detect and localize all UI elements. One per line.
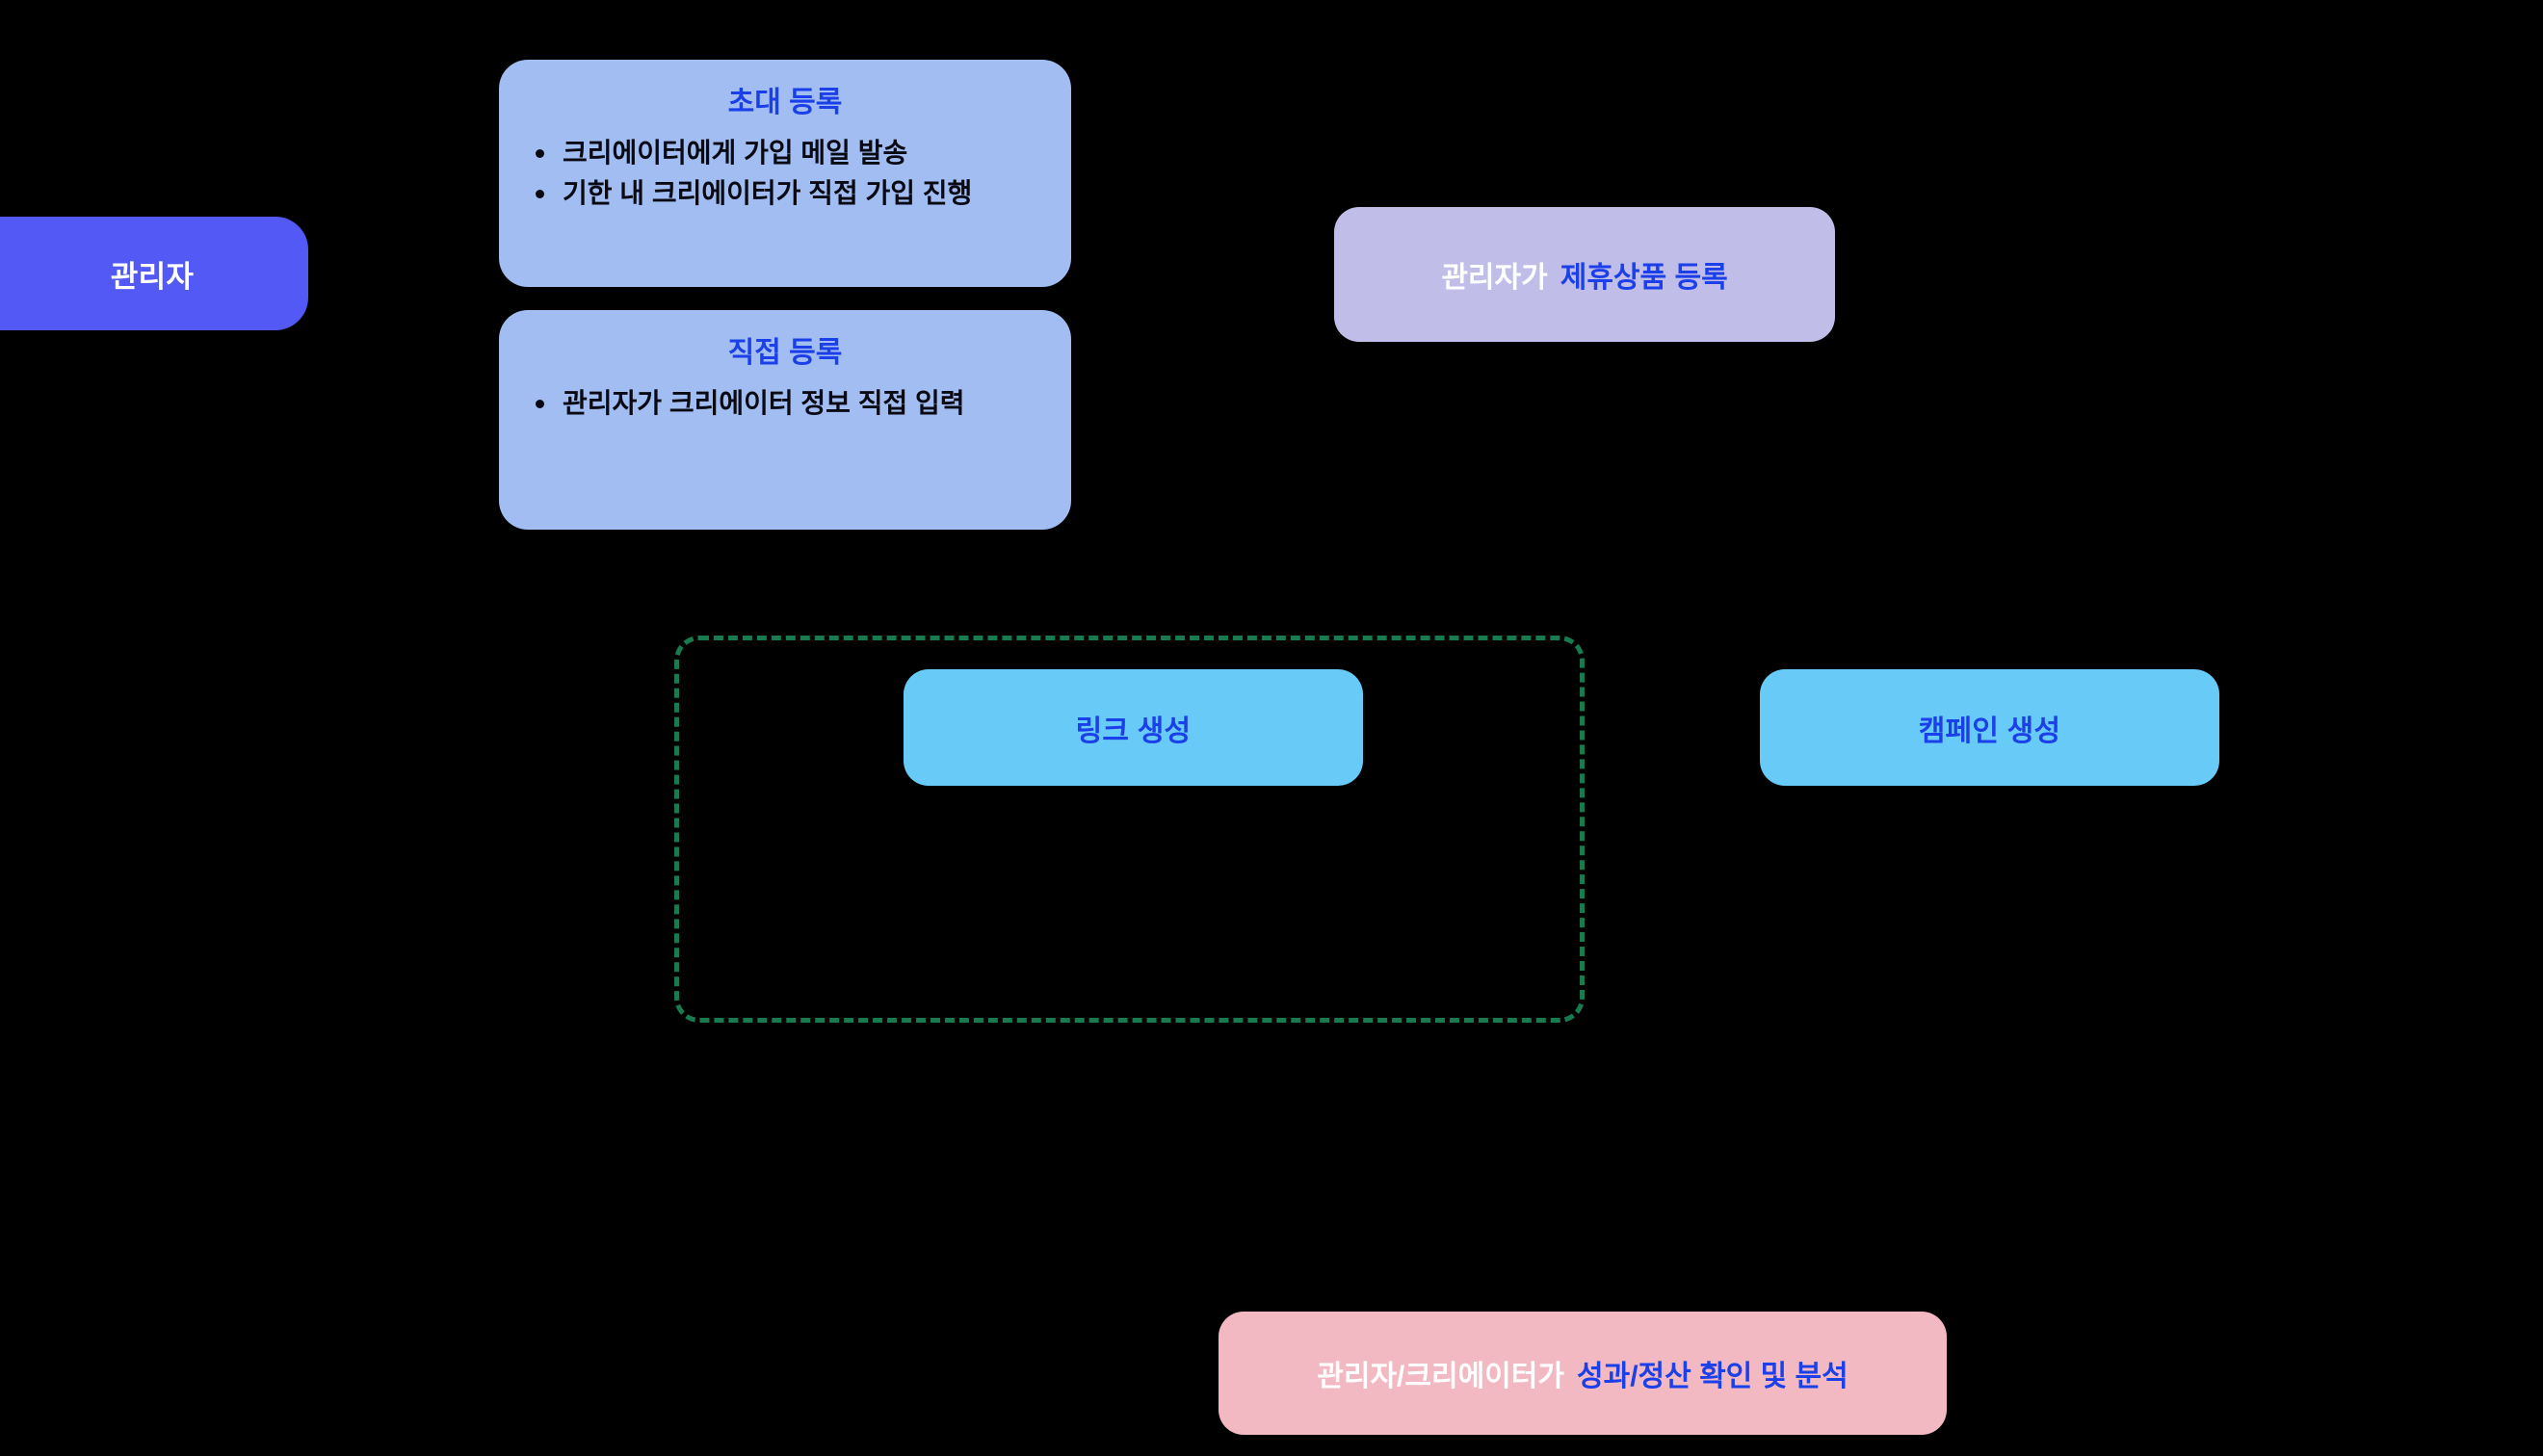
node-administrator-label: 관리자 [110,259,195,294]
node-administrator[interactable]: 관리자 [0,217,308,330]
list-item: 크리에이터에게 가입 메일 발송 [522,133,1048,174]
card-direct-registration[interactable]: 직접 등록 관리자가 크리에이터 정보 직접 입력 [499,310,1071,530]
list-item: 관리자가 크리에이터 정보 직접 입력 [522,383,1048,425]
node-review-performance-settlement-action: 성과/정산 확인 및 분석 [1577,1361,1848,1392]
card-direct-registration-list: 관리자가 크리에이터 정보 직접 입력 [522,383,1048,425]
node-create-campaign-label: 캠페인 생성 [1918,715,2061,747]
node-review-performance-settlement-label: 관리자/크리에이터가 성과/정산 확인 및 분석 [1317,1352,1848,1394]
node-register-partner-product-actor: 관리자가 [1441,262,1548,294]
list-item-label: 기한 내 크리에이터가 직접 가입 진행 [563,178,973,209]
card-invite-registration-title: 초대 등록 [727,87,843,118]
node-create-campaign[interactable]: 캠페인 생성 [1760,669,2219,786]
node-register-partner-product[interactable]: 관리자가 제휴상품 등록 [1334,207,1835,342]
card-invite-registration-list: 크리에이터에게 가입 메일 발송 기한 내 크리에이터가 직접 가입 진행 [522,133,1048,215]
card-invite-registration[interactable]: 초대 등록 크리에이터에게 가입 메일 발송 기한 내 크리에이터가 직접 가입… [499,60,1071,287]
list-item: 기한 내 크리에이터가 직접 가입 진행 [522,173,1048,215]
node-register-partner-product-action: 제휴상품 등록 [1560,262,1728,294]
node-review-performance-settlement[interactable]: 관리자/크리에이터가 성과/정산 확인 및 분석 [1219,1312,1947,1435]
bullet-icon [536,399,544,408]
node-register-partner-product-label: 관리자가 제휴상품 등록 [1441,253,1727,296]
list-item-label: 크리에이터에게 가입 메일 발송 [563,137,908,168]
bullet-icon [536,190,544,199]
bullet-icon [536,148,544,158]
node-review-performance-settlement-actor: 관리자/크리에이터가 [1317,1361,1564,1392]
node-create-link[interactable]: 링크 생성 [904,669,1363,786]
card-direct-registration-title: 직접 등록 [727,337,843,369]
list-item-label: 관리자가 크리에이터 정보 직접 입력 [563,387,965,418]
node-create-link-label: 링크 생성 [1075,715,1192,747]
